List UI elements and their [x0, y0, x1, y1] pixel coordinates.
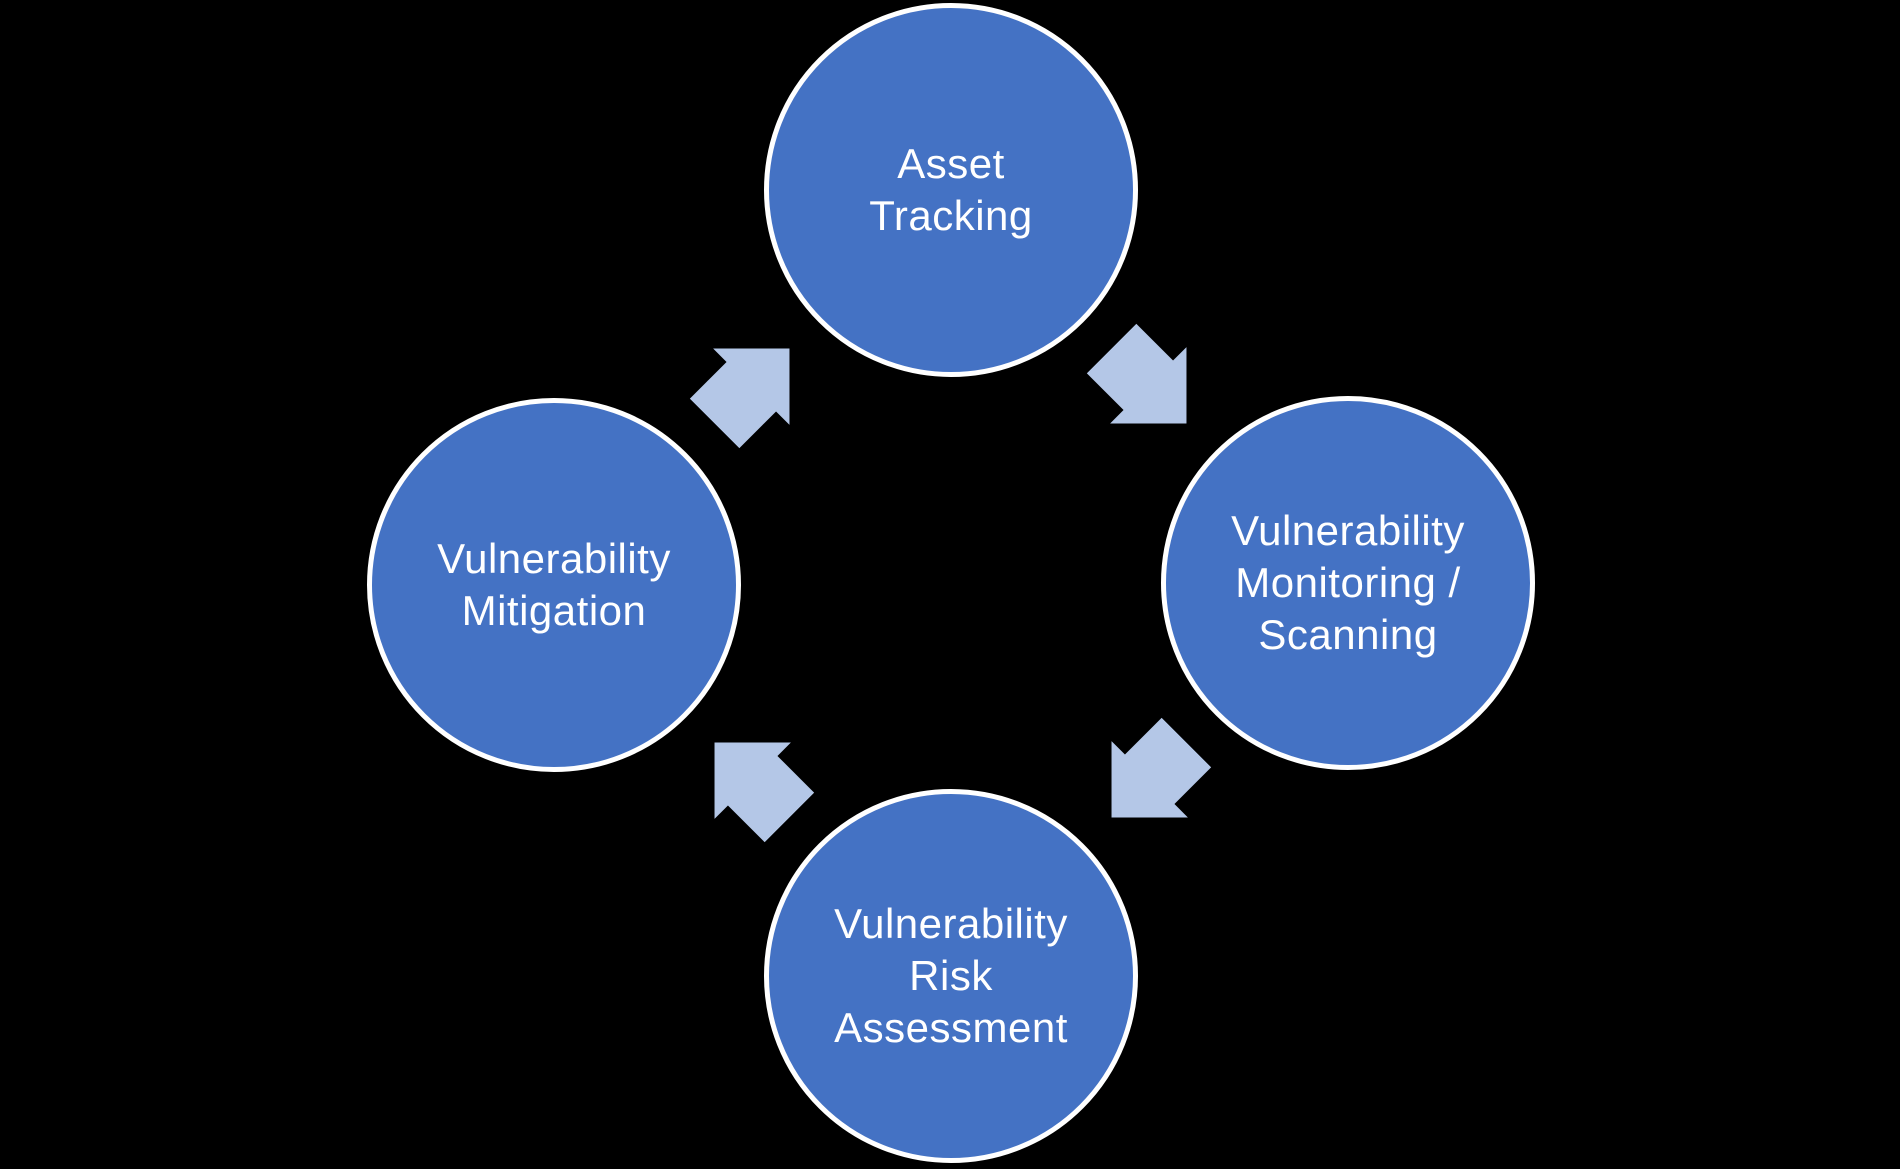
arrow-icon-risk-assessment-to-mitigation — [714, 742, 815, 843]
node-asset-tracking-label: Asset Tracking — [869, 140, 1033, 239]
arrow-shape — [1086, 323, 1187, 424]
arrow-icon-asset-tracking-to-monitoring — [1086, 323, 1187, 424]
node-vulnerability-mitigation-label: Vulnerability Mitigation — [437, 535, 671, 634]
node-vulnerability-monitoring-scanning: Vulnerability Monitoring / Scanning — [1161, 396, 1535, 770]
arrow-shape — [714, 742, 815, 843]
node-asset-tracking: Asset Tracking — [764, 3, 1138, 377]
node-vulnerability-monitoring-scanning-label: Vulnerability Monitoring / Scanning — [1231, 507, 1465, 658]
arrow-shape — [689, 348, 790, 449]
node-vulnerability-mitigation: Vulnerability Mitigation — [367, 398, 741, 772]
arrow-icon-mitigation-to-asset-tracking — [689, 348, 790, 449]
arrow-icon-monitoring-to-risk-assessment — [1111, 717, 1212, 818]
node-vulnerability-risk-assessment: Vulnerability Risk Assessment — [764, 789, 1138, 1163]
arrow-shape — [1111, 717, 1212, 818]
node-vulnerability-risk-assessment-label: Vulnerability Risk Assessment — [834, 900, 1068, 1051]
